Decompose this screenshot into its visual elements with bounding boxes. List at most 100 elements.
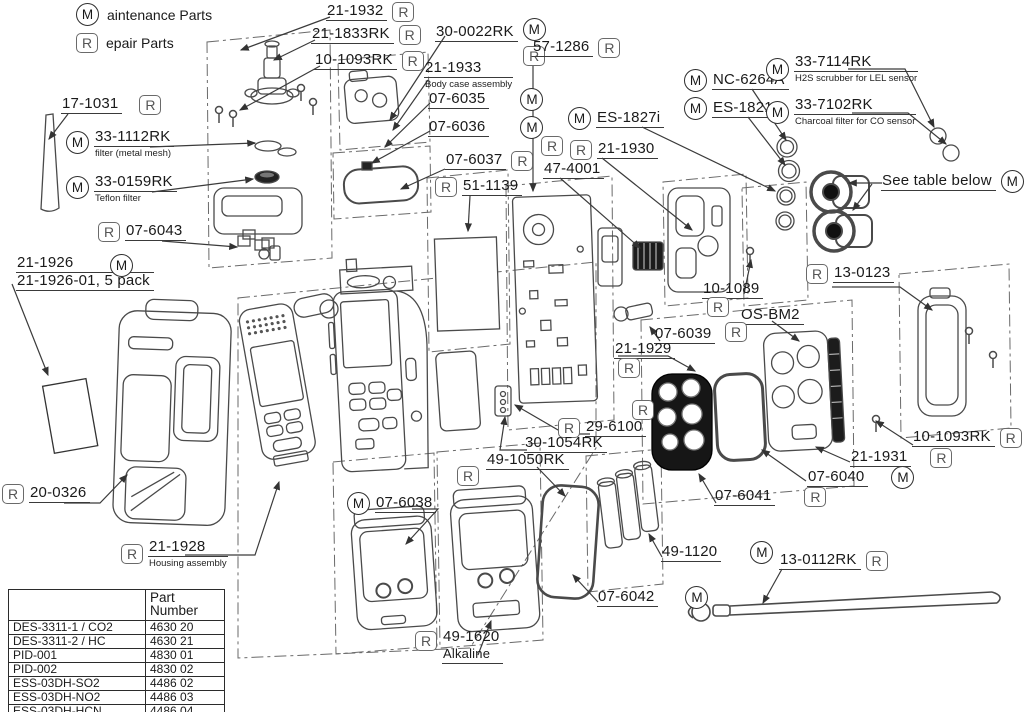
callout-21-1931: 21-1931 R: [850, 448, 953, 468]
part-number-cell: 4486 03: [145, 690, 225, 705]
callout-10-1089: 10-1089: [702, 281, 764, 299]
maintenance-marker: M: [568, 107, 591, 130]
callout-es-1827i: M ES-1827i: [568, 107, 665, 130]
pcb-drawing: [511, 194, 599, 404]
maintenance-marker: M: [766, 101, 789, 124]
part-number-cell: 4486 04: [145, 704, 225, 712]
repair-marker: R: [392, 2, 415, 22]
callout-29-6100: R 29-6100: [558, 418, 647, 438]
part-label: 33-1112RK: [94, 129, 175, 147]
part-label: 51-1139: [462, 178, 523, 196]
sensor-block-drawing: [762, 330, 846, 452]
callout-33-7114rk: M 33-7114RK H2S scrubber for LEL sensor: [766, 54, 919, 84]
repair-marker: R: [570, 140, 592, 160]
strap-drawing: [687, 591, 1001, 622]
callout-07-6037: 07-6037 R: [445, 151, 534, 171]
model-cell: DES-3311-1 / CO2: [8, 620, 146, 635]
repair-marker: R: [2, 484, 24, 504]
part-label: 21-1928: [148, 539, 228, 557]
table-header-row: Part Number: [8, 589, 225, 621]
part-label: 21-1932: [326, 3, 388, 21]
part-label: 07-6036: [428, 118, 490, 137]
part-label-alt: 21-1926-01, 5 pack: [16, 273, 154, 291]
maintenance-marker: M: [66, 131, 89, 154]
callout-30-1054rk: 30-1054RK: [524, 435, 607, 453]
part-label: 21-1929: [614, 341, 676, 359]
repair-marker: R: [401, 51, 424, 71]
maintenance-marker-icon: M: [76, 3, 99, 26]
maintenance-marker: M: [750, 541, 774, 564]
part-label: 13-0123: [833, 265, 895, 283]
part-label: ES-1827i: [596, 109, 665, 128]
repair-marker: R: [618, 358, 640, 378]
battery-pack-drawing: [596, 460, 660, 549]
callout-07-6043: R 07-6043: [98, 222, 187, 242]
part-sublabel: Alkaline: [442, 646, 504, 664]
repair-marker: R: [598, 38, 621, 58]
manifold-drawing: [651, 373, 713, 471]
part-label: 07-6041: [714, 488, 776, 506]
part-label: 07-6039: [654, 326, 716, 344]
callout-see-table: See table below M: [881, 170, 1024, 193]
callout-21-1930: R 21-1930: [570, 140, 659, 160]
callout-49-1050rk: 49-1050RK: [486, 452, 569, 470]
part-sublabel: Charcoal filter for CO sensor: [795, 116, 916, 127]
maintenance-marker: M: [891, 466, 915, 489]
antenna-drawing: [40, 113, 60, 212]
model-cell: PID-002: [8, 662, 146, 677]
table-header-part-number: Part Number: [145, 589, 225, 621]
gasket-07-6037-drawing: [342, 165, 420, 205]
model-cell: DES-3311-2 / HC: [8, 634, 146, 649]
model-cell: ESS-03DH-NO2: [8, 690, 146, 705]
maintenance-marker: M: [1000, 170, 1024, 193]
part-label: 13-0112RK: [779, 552, 861, 570]
contact-strip-drawing: [494, 385, 512, 417]
callout-21-1833rk: 21-1833RK R: [311, 25, 421, 45]
part-number-cell: 4830 01: [145, 648, 225, 663]
callout-os-bm2: OS-BM2: [740, 307, 804, 325]
repair-marker: R: [865, 551, 888, 571]
repair-marker: R: [435, 177, 457, 197]
part-number-cell: 4830 02: [145, 662, 225, 677]
repair-marker: R: [806, 264, 828, 284]
repair-marker: R: [999, 428, 1022, 448]
part-label: 07-6042: [597, 588, 659, 607]
part-sublabel: H2S scrubber for LEL sensor: [795, 73, 918, 84]
part-number-cell: 4486 02: [145, 676, 225, 691]
model-cell: ESS-03DH-HCN: [8, 704, 146, 712]
part-number-cell: 4630 21: [145, 634, 225, 649]
sensors-drawing: [809, 170, 873, 253]
o-rings-drawing: [775, 136, 801, 231]
callout-es-1821: M ES-1821: [684, 97, 777, 120]
callout-07-6039: 07-6039: [654, 326, 716, 344]
part-label: 49-1620: [443, 628, 500, 645]
callout-57-1286: 57-1286 R: [532, 38, 621, 58]
gasket-07-6042-drawing: [536, 484, 600, 600]
callout-17-1031: 17-1031 R: [61, 95, 162, 115]
callout-21-1932: 21-1932 R: [326, 2, 415, 22]
part-sublabel: Teflon filter: [95, 193, 141, 204]
part-number-cell: 4630 20: [145, 620, 225, 635]
callout-33-1112rk: M 33-1112RK filter (metal mesh): [66, 129, 175, 159]
callout-10-1093rk-right: 10-1093RK R: [912, 428, 1022, 448]
repair-marker: R: [804, 487, 827, 507]
part-label: 57-1286: [532, 39, 594, 57]
repair-marker: R: [930, 448, 953, 468]
part-label: 30-0022RK: [435, 24, 518, 42]
part-label: 21-1931: [850, 449, 912, 467]
front-membrane-drawing: [238, 303, 316, 467]
callout-49-1120: 49-1120 M: [661, 541, 774, 564]
repair-marker: R: [511, 151, 534, 171]
part-sublabel: filter (metal mesh): [95, 148, 172, 159]
screw-drawings: [214, 83, 998, 432]
legend-repair-label: epair Parts: [106, 35, 174, 51]
repair-marker: R: [707, 297, 729, 317]
maintenance-marker: M: [684, 97, 707, 120]
callout-21-1933: 21-1933 Body case assembly: [424, 60, 514, 90]
maintenance-marker: M: [766, 58, 789, 81]
